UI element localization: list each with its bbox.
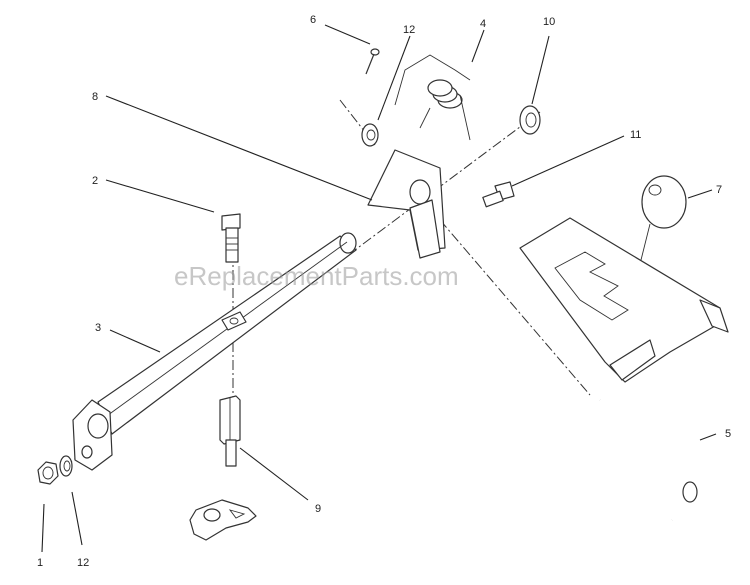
pin-part (365, 48, 380, 75)
callout-11: 11 (630, 129, 641, 141)
callout-8: 8 (92, 91, 98, 103)
washer-large-part (519, 105, 541, 135)
shift-plate-part (519, 217, 729, 383)
shoulder-bolt-part (482, 181, 515, 208)
leader-lines (41, 24, 717, 553)
callout-5: 5 (725, 428, 731, 440)
callout-6: 6 (310, 14, 316, 26)
callout-10: 10 (543, 16, 555, 28)
standoff-part (219, 395, 241, 467)
spring-part (394, 54, 471, 141)
callout-2: 2 (92, 175, 98, 187)
bolt-part (221, 213, 241, 263)
callout-9: 9 (315, 503, 321, 515)
callout-3: 3 (95, 322, 101, 334)
callout-4: 4 (480, 18, 486, 30)
callout-12-upper: 12 (403, 24, 415, 36)
callout-7: 7 (716, 184, 722, 196)
pivot-bracket-part (367, 149, 446, 259)
washer-lower-part (59, 455, 73, 477)
shift-tube-part (72, 232, 357, 471)
callouts: 1 12 2 3 8 6 12 4 10 11 7 5 9 (37, 14, 731, 569)
washer-upper-part (361, 123, 379, 147)
nut-part (37, 461, 59, 485)
clevis-part (189, 499, 257, 541)
watermark-text: eReplacementParts.com (174, 261, 459, 291)
callout-1: 1 (37, 557, 43, 569)
shift-rod-part (598, 398, 703, 521)
callout-12-lower: 12 (77, 557, 89, 569)
